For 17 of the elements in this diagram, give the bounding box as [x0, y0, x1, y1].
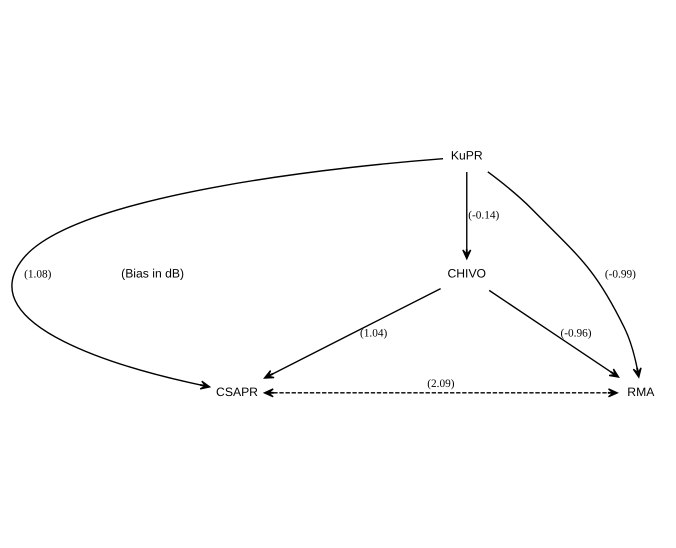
node-text: KuPR	[450, 148, 483, 162]
arrow	[12, 158, 444, 390]
arrow	[264, 288, 441, 378]
edge-label: (-0.96)	[560, 327, 592, 340]
edge-label: (-0.14)	[468, 208, 500, 221]
arrow	[488, 289, 620, 378]
edge-label: (-0.99)	[604, 268, 636, 280]
arrow	[462, 172, 472, 259]
label: (Bias in dB)	[121, 266, 184, 280]
arrow	[264, 388, 618, 397]
node-text: CHIVO	[447, 266, 486, 280]
edge-label: (2.09)	[427, 378, 455, 390]
node-text: CSAPR	[216, 384, 258, 399]
node-text: RMA	[627, 384, 654, 399]
arrow	[487, 170, 642, 378]
edge-label: (1.04)	[360, 327, 388, 340]
edge-label: (1.08)	[24, 268, 52, 280]
